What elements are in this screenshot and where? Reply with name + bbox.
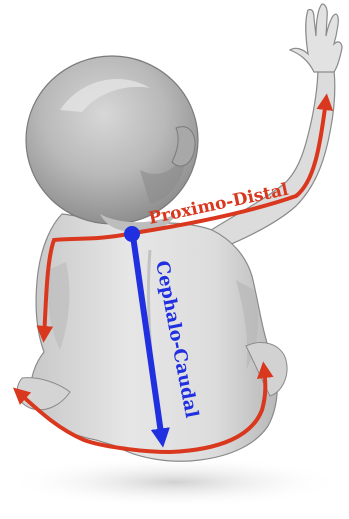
baby-hand [290, 4, 342, 72]
baby-back [31, 214, 277, 461]
ground-shadow [5, 456, 345, 508]
cephalo-caudal-origin-dot [124, 226, 140, 242]
